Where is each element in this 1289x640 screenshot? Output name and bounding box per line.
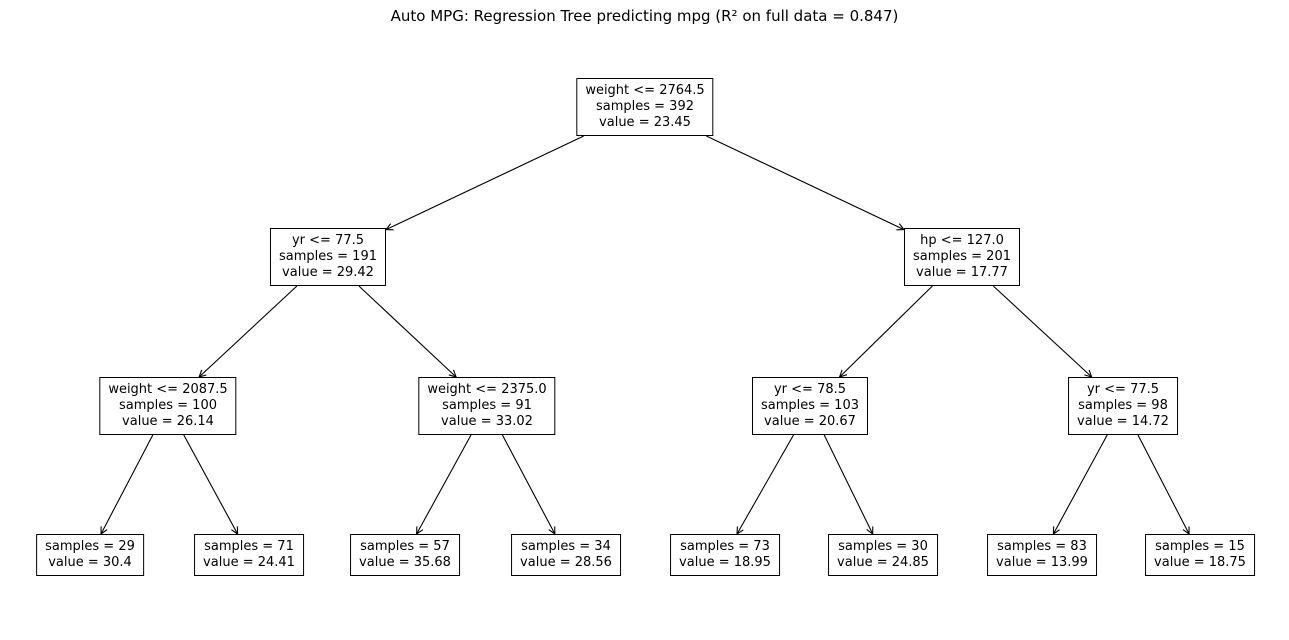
tree-edge-l-lr (358, 285, 457, 378)
node-value: value = 29.42 (282, 265, 374, 280)
tree-leaf-rlr: samples = 30 value = 24.85 (828, 534, 938, 576)
tree-edge-ll-lll (100, 434, 154, 536)
node-value: value = 33.02 (441, 414, 533, 429)
node-condition: yr <= 77.5 (291, 233, 365, 248)
node-value: value = 26.14 (122, 414, 214, 429)
node-samples: samples = 201 (912, 249, 1012, 264)
node-value: value = 24.41 (203, 555, 295, 570)
tree-leaf-lrl: samples = 57 value = 35.68 (350, 534, 460, 576)
tree-leaf-lll: samples = 29 value = 30.4 (36, 534, 144, 576)
tree-node-root: weight <= 2764.5 samples = 392 value = 2… (576, 78, 714, 136)
node-samples: samples = 29 (45, 539, 135, 554)
tree-node-lr: weight <= 2375.0 samples = 91 value = 33… (418, 377, 556, 435)
tree-edge-ll-llr (183, 434, 239, 536)
node-samples: samples = 71 (204, 539, 294, 554)
node-samples: samples = 83 (997, 539, 1087, 554)
node-condition: yr <= 77.5 (1086, 382, 1160, 397)
tree-leaf-rll: samples = 73 value = 18.95 (670, 534, 780, 576)
node-value: value = 30.4 (48, 555, 132, 570)
node-samples: samples = 30 (838, 539, 928, 554)
tree-edge-r-rr (992, 285, 1093, 378)
tree-leaf-rrr: samples = 15 value = 18.75 (1145, 534, 1255, 576)
node-value: value = 28.56 (520, 555, 612, 570)
tree-edge-root-r (706, 135, 906, 231)
node-value: value = 13.99 (996, 555, 1088, 570)
node-condition: weight <= 2375.0 (427, 382, 547, 397)
node-value: value = 17.77 (916, 265, 1008, 280)
node-condition: hp <= 127.0 (920, 233, 1004, 248)
node-value: value = 18.75 (1154, 555, 1246, 570)
tree-edge-root-l (384, 135, 584, 231)
node-condition: yr <= 78.5 (773, 382, 847, 397)
tree-edge-l-ll (198, 285, 298, 378)
tree-leaf-llr: samples = 71 value = 24.41 (194, 534, 304, 576)
node-samples: samples = 103 (760, 398, 860, 413)
node-condition: weight <= 2764.5 (585, 83, 705, 98)
tree-edge-lr-lrr (501, 434, 556, 536)
node-samples: samples = 57 (360, 539, 450, 554)
tree-node-rl: yr <= 78.5 samples = 103 value = 20.67 (751, 377, 869, 435)
node-value: value = 35.68 (359, 555, 451, 570)
node-condition: weight <= 2087.5 (108, 382, 228, 397)
node-value: value = 20.67 (764, 414, 856, 429)
tree-edge-lr-lrl (416, 434, 472, 536)
node-samples: samples = 34 (521, 539, 611, 554)
node-samples: samples = 392 (595, 99, 694, 114)
tree-edge-rl-rlr (823, 434, 874, 536)
node-samples: samples = 91 (442, 398, 532, 413)
tree-edge-r-rl (838, 285, 933, 378)
figure-title: Auto MPG: Regression Tree predicting mpg… (390, 7, 899, 25)
node-samples: samples = 73 (680, 539, 770, 554)
tree-edge-rr-rrr (1137, 434, 1190, 536)
tree-node-l: yr <= 77.5 samples = 191 value = 29.42 (269, 228, 387, 286)
tree-leaf-lrr: samples = 34 value = 28.56 (511, 534, 621, 576)
node-samples: samples = 191 (278, 249, 378, 264)
tree-node-ll: weight <= 2087.5 samples = 100 value = 2… (99, 377, 237, 435)
node-value: value = 14.72 (1077, 414, 1169, 429)
tree-leaf-rrl: samples = 83 value = 13.99 (987, 534, 1097, 576)
tree-edge-rl-rll (736, 434, 794, 536)
node-samples: samples = 100 (118, 398, 217, 413)
node-samples: samples = 15 (1155, 539, 1245, 554)
node-value: value = 18.95 (679, 555, 771, 570)
tree-edge-rr-rrl (1052, 434, 1108, 536)
tree-node-rr: yr <= 77.5 samples = 98 value = 14.72 (1068, 377, 1178, 435)
node-value: value = 23.45 (599, 115, 691, 130)
node-samples: samples = 98 (1078, 398, 1168, 413)
tree-node-r: hp <= 127.0 samples = 201 value = 17.77 (903, 228, 1021, 286)
node-value: value = 24.85 (837, 555, 929, 570)
